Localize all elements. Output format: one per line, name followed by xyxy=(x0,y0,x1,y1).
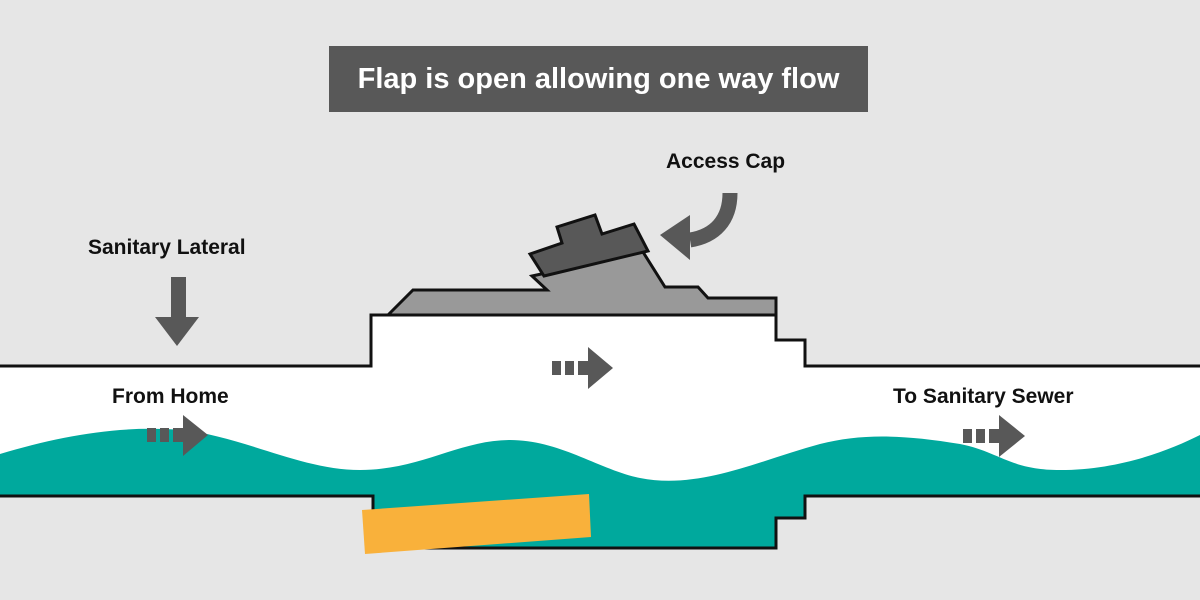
sanitary-lateral-label: Sanitary Lateral xyxy=(88,236,246,259)
pipe-outline-bottom xyxy=(0,494,1200,550)
pipe-outline-top xyxy=(0,313,1200,368)
flap xyxy=(362,494,591,554)
dashed-right-arrow-icon xyxy=(552,347,613,389)
arrow-down-icon xyxy=(155,277,199,346)
title-text: Flap is open allowing one way flow xyxy=(357,62,840,95)
title-banner: Flap is open allowing one way flow xyxy=(329,46,868,112)
from-home-label: From Home xyxy=(112,385,229,408)
curved-arrow-icon xyxy=(660,192,738,260)
access-cap-label: Access Cap xyxy=(666,150,786,173)
access-cap-top xyxy=(527,213,651,278)
to-sanitary-sewer-label: To Sanitary Sewer xyxy=(893,385,1074,408)
dashed-right-arrow-icon xyxy=(963,415,1025,457)
access-cap-base xyxy=(384,250,778,317)
dashed-right-arrow-icon xyxy=(147,415,208,456)
water xyxy=(0,428,1200,548)
